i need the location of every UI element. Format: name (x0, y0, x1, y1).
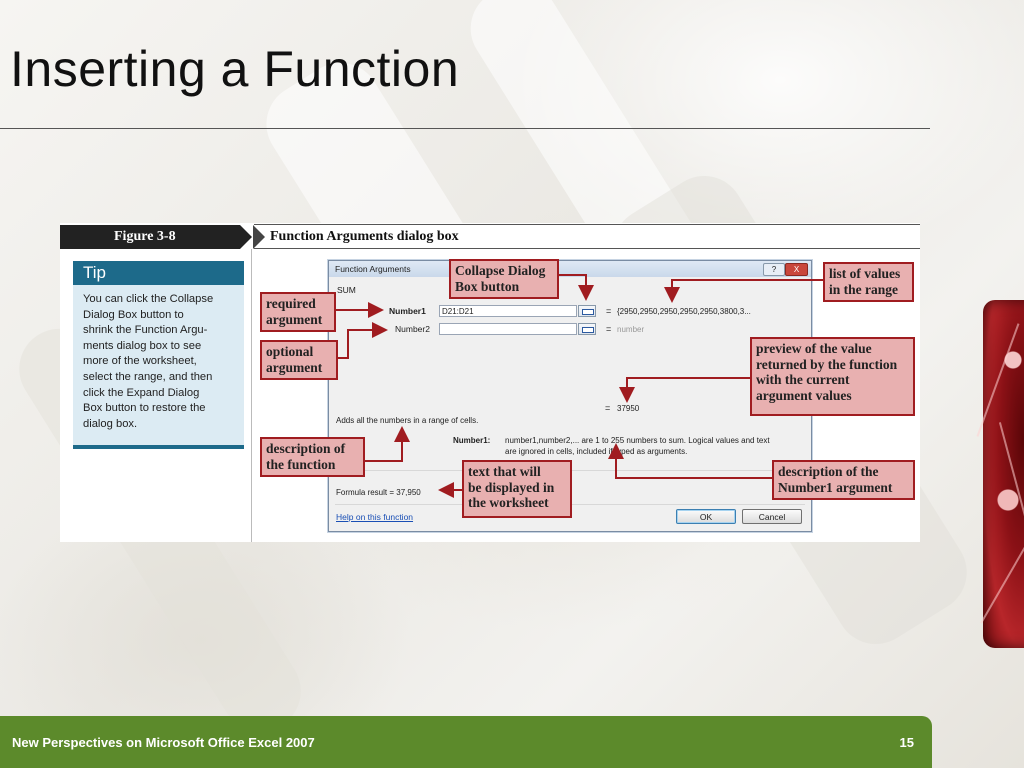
argument-description-label: Number1: (453, 436, 491, 445)
figure-3-8: Figure 3-8 Function Arguments dialog box… (60, 223, 920, 542)
dialog-title: Function Arguments (335, 264, 411, 274)
number1-values: {2950,2950,2950,2950,2950,3800,3... (617, 307, 751, 316)
number1-collapse-dialog-button[interactable] (578, 305, 596, 317)
total-equals: = (605, 403, 611, 413)
figure-caption: Function Arguments dialog box (270, 229, 459, 244)
argument-description-line2: are ignored in cells, included if typed … (505, 447, 688, 456)
callout-description-of-number1-argument: description of the Number1 argument (772, 460, 915, 500)
dialog-titlebar[interactable]: Function Arguments ? X (329, 261, 811, 277)
slide-footer: New Perspectives on Microsoft Office Exc… (0, 716, 932, 768)
formula-result: Formula result = 37,950 (336, 488, 421, 497)
help-button[interactable]: ? (763, 263, 785, 276)
function-name: SUM (337, 285, 356, 295)
title-divider (0, 128, 930, 129)
slide-title: Inserting a Function (10, 41, 460, 97)
figure-column-divider (251, 249, 252, 542)
callout-list-of-values: list of values in the range (823, 262, 914, 302)
tip-text: You can click the Collapse Dialog Box bu… (83, 293, 214, 430)
number2-input[interactable] (439, 323, 577, 335)
callout-required-argument: required argument (260, 292, 336, 332)
ok-button[interactable]: OK (676, 509, 736, 524)
callout-description-of-function: description of the function (260, 437, 365, 477)
footer-title: New Perspectives on Microsoft Office Exc… (12, 735, 315, 750)
number2-collapse-dialog-button[interactable] (578, 323, 596, 335)
figure-label-tab (60, 225, 252, 249)
figure-label: Figure 3-8 (114, 229, 176, 244)
tip-heading: Tip (73, 261, 244, 285)
page-number: 15 (899, 735, 914, 750)
number2-equals: = (606, 324, 612, 334)
function-description: Adds all the numbers in a range of cells… (336, 416, 479, 425)
number2-values: number (617, 325, 645, 334)
tip-box: Tip You can click the Collapse Dialog Bo… (73, 261, 244, 449)
number2-label: Number2 (395, 324, 430, 334)
cancel-button[interactable]: Cancel (742, 509, 802, 524)
callout-optional-argument: optional argument (260, 340, 338, 380)
number1-label: Number1 (389, 306, 426, 316)
close-button[interactable]: X (785, 263, 808, 276)
callout-collapse-dialog-box-button: Collapse Dialog Box button (449, 259, 559, 299)
callout-preview-value: preview of the value returned by the fun… (750, 337, 915, 416)
total-value: 37950 (617, 404, 640, 413)
help-on-function-link[interactable]: Help on this function (336, 512, 414, 522)
callout-text-displayed-in-worksheet: text that will be displayed in the works… (462, 460, 572, 518)
decorative-flower-image (976, 300, 1024, 648)
number1-equals: = (606, 306, 612, 316)
argument-description-line1: number1,number2,... are 1 to 255 numbers… (505, 436, 770, 445)
number1-input[interactable]: D21:D21 (439, 305, 577, 317)
figure-header: Figure 3-8 Function Arguments dialog box (60, 223, 920, 249)
